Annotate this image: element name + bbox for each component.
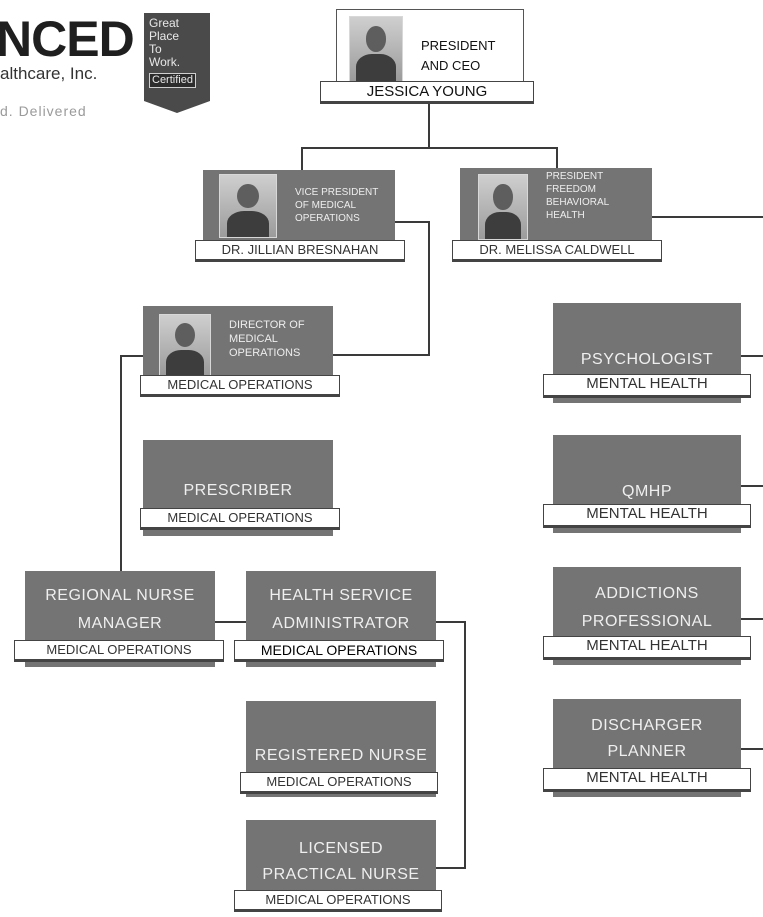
company-tagline: d. Delivered xyxy=(0,103,87,119)
rn-role: REGISTERED NURSE xyxy=(254,747,428,764)
ceo-card: PRESIDENT AND CEO xyxy=(336,9,524,93)
badge-line: Place xyxy=(149,29,180,43)
connector xyxy=(556,147,558,171)
vp-medical-photo xyxy=(219,174,277,238)
psychologist-role: PSYCHOLOGIST xyxy=(580,351,714,368)
hsa-role-line2: ADMINISTRATOR xyxy=(272,615,410,632)
vp-medical-card: VICE PRESIDENT OF MEDICAL OPERATIONS xyxy=(203,170,395,242)
regional-nurse-role-line2: MANAGER xyxy=(77,615,163,632)
president-freedom-photo xyxy=(478,174,528,240)
badge-fine-print xyxy=(149,90,210,96)
lpn-role-line2: PRACTICAL NURSE xyxy=(262,866,420,883)
connector xyxy=(390,221,430,223)
director-medical-card: DIRECTOR OF MEDICAL OPERATIONS xyxy=(143,306,333,380)
connector xyxy=(212,621,246,623)
connector xyxy=(301,147,557,149)
addictions-role-line2: PROFESSIONAL xyxy=(581,613,713,630)
connector xyxy=(428,104,430,148)
discharge-role-line1: DISCHARGER xyxy=(591,717,703,734)
discharge-role-line2: PLANNER xyxy=(607,743,687,760)
addictions-dept: MENTAL HEALTH xyxy=(543,636,751,660)
qmhp-role: QMHP xyxy=(622,483,672,500)
connector xyxy=(740,485,763,487)
president-freedom-name: DR. MELISSA CALDWELL xyxy=(452,240,662,262)
vp-medical-name: DR. JILLIAN BRESNAHAN xyxy=(195,240,405,262)
connector xyxy=(436,867,466,869)
rn-dept: MEDICAL OPERATIONS xyxy=(240,772,438,794)
connector xyxy=(301,147,303,171)
badge-line: Work. xyxy=(149,55,181,69)
connector xyxy=(464,621,466,869)
hsa-dept: MEDICAL OPERATIONS xyxy=(234,640,444,662)
badge-line: To xyxy=(149,42,162,56)
connector xyxy=(332,354,430,356)
qmhp-dept: MENTAL HEALTH xyxy=(543,504,751,528)
director-medical-photo xyxy=(159,314,211,376)
connector xyxy=(120,355,148,357)
badge-line: Great xyxy=(149,16,180,30)
connector xyxy=(120,355,122,573)
connector xyxy=(428,221,430,355)
connector xyxy=(436,621,466,623)
president-freedom-card: PRESIDENT FREEDOM BEHAVIORAL HEALTH xyxy=(460,168,652,244)
director-medical-dept: MEDICAL OPERATIONS xyxy=(140,375,340,397)
connector xyxy=(650,216,763,218)
ceo-title: PRESIDENT AND CEO xyxy=(421,38,496,73)
discharge-dept: MENTAL HEALTH xyxy=(543,768,751,792)
prescriber-role: PRESCRIBER xyxy=(183,482,293,499)
regional-nurse-dept: MEDICAL OPERATIONS xyxy=(14,640,224,662)
prescriber-dept: MEDICAL OPERATIONS xyxy=(140,508,340,530)
connector xyxy=(740,748,763,750)
vp-medical-title: VICE PRESIDENT OF MEDICAL OPERATIONS xyxy=(295,187,379,224)
badge-certified: Certified xyxy=(149,73,196,88)
addictions-role-line1: ADDICTIONS xyxy=(595,585,699,602)
president-freedom-title: PRESIDENT FREEDOM BEHAVIORAL HEALTH xyxy=(546,171,609,221)
connector xyxy=(740,618,763,620)
regional-nurse-role-line1: REGIONAL NURSE xyxy=(45,587,195,604)
lpn-role-line1: LICENSED xyxy=(298,840,384,857)
connector xyxy=(740,355,763,357)
company-wordmark: NCED xyxy=(0,11,135,67)
psychologist-dept: MENTAL HEALTH xyxy=(543,374,751,398)
ceo-name: JESSICA YOUNG xyxy=(320,81,534,104)
director-medical-title: DIRECTOR OF MEDICAL OPERATIONS xyxy=(229,319,305,359)
company-name: althcare, Inc. xyxy=(0,64,98,83)
hsa-role-line1: HEALTH SERVICE xyxy=(269,587,413,604)
ceo-photo xyxy=(349,16,403,82)
great-place-to-work-badge: Great Place To Work. Certified xyxy=(144,13,210,113)
lpn-dept: MEDICAL OPERATIONS xyxy=(234,890,442,912)
